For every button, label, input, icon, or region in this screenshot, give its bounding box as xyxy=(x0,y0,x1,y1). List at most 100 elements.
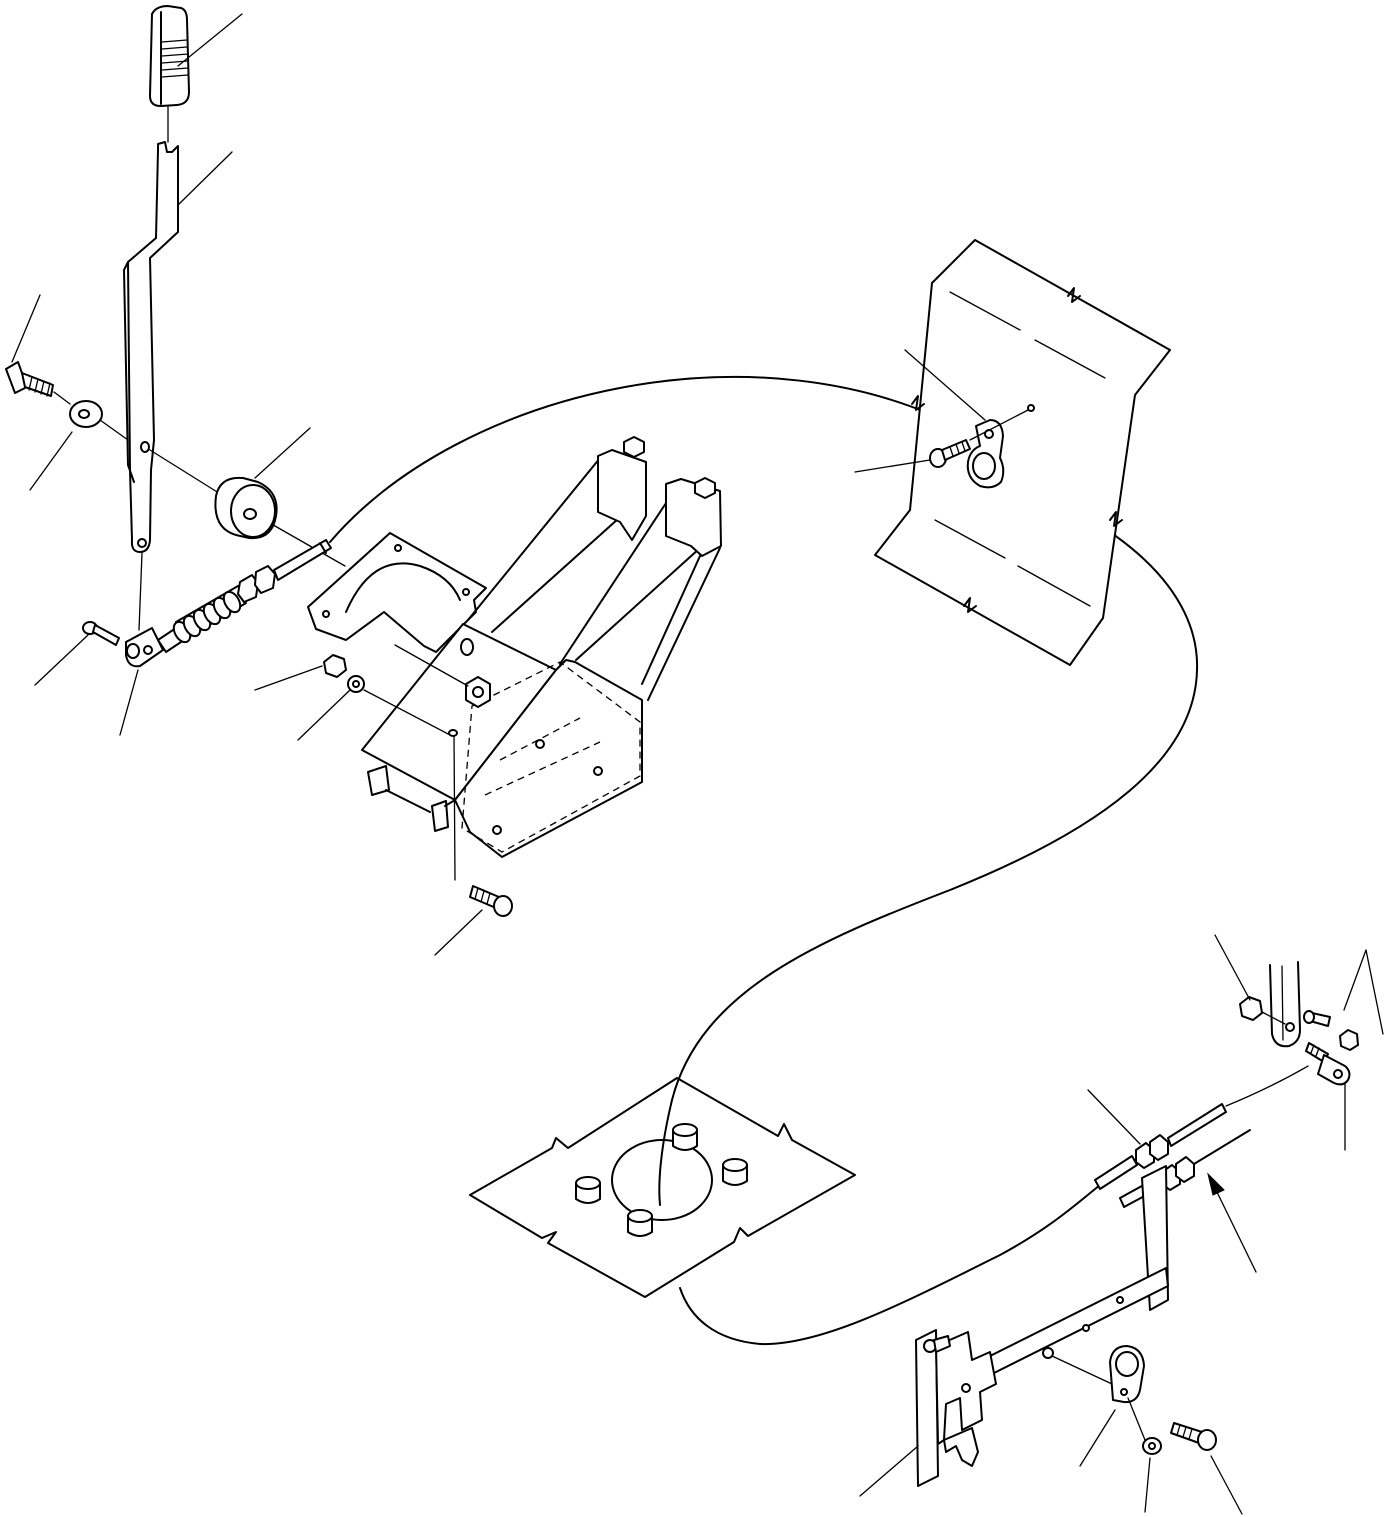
boot-rib xyxy=(222,590,242,614)
leader-bracket-bolt xyxy=(434,909,483,956)
bolt-head xyxy=(1303,1010,1315,1024)
leader-lower-washer xyxy=(1144,1457,1151,1513)
knob-ridge xyxy=(161,74,189,78)
base-hole xyxy=(535,739,545,749)
bushing-top xyxy=(722,1158,748,1172)
leader-clevis xyxy=(119,669,139,736)
bracket-tab xyxy=(597,449,647,541)
panel-break xyxy=(1067,287,1081,303)
pivot-bolt xyxy=(5,361,54,397)
leader-bracket-nut xyxy=(394,644,469,687)
bracket-front-wall xyxy=(454,659,643,858)
plate-outline xyxy=(469,1077,856,1298)
bracket-flange xyxy=(307,532,487,653)
mount-bracket xyxy=(915,1329,939,1487)
rod-end-nut xyxy=(1339,1029,1359,1051)
mount-nut xyxy=(323,654,347,678)
pin-shank xyxy=(92,624,120,646)
washer-inner xyxy=(1148,1442,1156,1450)
knob-ridge xyxy=(161,67,189,71)
lever-edge xyxy=(123,261,135,483)
lever-body xyxy=(127,141,179,553)
bracket-frame xyxy=(467,457,721,701)
bracket-bolt-shank xyxy=(933,1335,951,1353)
plate-bushing xyxy=(627,1209,653,1237)
plate-bushing xyxy=(575,1176,601,1204)
leader-clevis-pin xyxy=(34,634,89,686)
panel-axis-line xyxy=(969,409,1029,441)
bolt-thread xyxy=(28,376,51,397)
leader-cable-end xyxy=(1087,1089,1141,1145)
control-cable xyxy=(658,477,1199,1206)
tab-nut xyxy=(694,477,716,499)
leader-lower-bolt xyxy=(1210,1455,1243,1515)
lever-axis-line xyxy=(1261,1011,1286,1025)
bracket-hole xyxy=(961,1383,971,1393)
leader-spacer xyxy=(254,427,311,479)
leader-lever-nut xyxy=(1214,934,1251,1001)
washer-inner xyxy=(352,680,360,688)
bolt-thread xyxy=(949,441,966,457)
leader-rod-end-bolt xyxy=(1343,949,1367,1011)
bolt-head xyxy=(493,895,513,917)
clamp-loop xyxy=(972,452,996,480)
clamp-body xyxy=(1109,1345,1145,1404)
panel-break xyxy=(1109,511,1123,527)
panel-break xyxy=(963,597,977,613)
bracket-foot xyxy=(431,800,449,832)
clamp-hole xyxy=(1120,1388,1128,1396)
cable-nut xyxy=(254,565,276,594)
cable-rod xyxy=(1167,1103,1227,1147)
lever-hole xyxy=(140,441,150,453)
arrow-head xyxy=(1207,1172,1225,1196)
panel-break xyxy=(911,395,925,411)
base-hole xyxy=(492,825,502,835)
bracket-bolt xyxy=(469,885,513,917)
clevis-eye xyxy=(126,643,140,659)
wall-panel xyxy=(874,239,1171,666)
flange-hole xyxy=(394,544,402,552)
lever-hole xyxy=(137,538,147,548)
bracket-foot xyxy=(367,765,390,796)
cable-clevis xyxy=(125,627,164,668)
control-lever xyxy=(123,141,179,553)
bracket-hole xyxy=(460,638,474,656)
cable-rod xyxy=(273,539,332,581)
lever-axis-line xyxy=(138,552,143,631)
lever-knob xyxy=(149,5,190,107)
pivot-washer xyxy=(69,400,103,428)
rubber-boot xyxy=(172,585,247,644)
bracket-lip xyxy=(385,789,456,813)
floor-plate xyxy=(469,1077,856,1298)
plate-cable-hole xyxy=(611,1139,713,1221)
cable-inner-wire xyxy=(1225,1065,1309,1107)
cable-bracket xyxy=(307,436,722,858)
arm-hole xyxy=(1042,1347,1054,1359)
knob-ridge xyxy=(161,39,188,43)
bushing-top xyxy=(575,1176,601,1190)
leader-mount-washer xyxy=(297,689,351,741)
clevis-pin xyxy=(82,621,120,646)
cable-nut xyxy=(1175,1156,1195,1183)
leader-lower-bracket xyxy=(859,1445,919,1497)
bracket-nut-hole xyxy=(472,686,484,698)
lever-hole xyxy=(1285,1022,1295,1032)
clamp-axis-line xyxy=(1051,1355,1146,1441)
lower-cable-clamp xyxy=(1109,1345,1145,1404)
plate-bushing xyxy=(722,1158,748,1186)
arm-hole xyxy=(1082,1324,1090,1332)
lever-link xyxy=(1269,961,1301,1048)
rod-end-barrel xyxy=(1317,1054,1351,1086)
washer-inner xyxy=(78,409,90,419)
cable-sleeve xyxy=(1094,1155,1138,1190)
bracket-base-hidden xyxy=(461,661,641,853)
leader-panel-bolt xyxy=(854,459,931,473)
pivot-axis-line xyxy=(53,391,346,567)
leader-pivot-bolt xyxy=(11,294,41,363)
bracket-tab xyxy=(665,478,722,557)
control-cable xyxy=(679,1184,1101,1346)
lower-washer xyxy=(1142,1437,1162,1455)
spacer-hole xyxy=(243,508,257,520)
control-cable xyxy=(329,376,969,543)
panel-hole xyxy=(1027,404,1035,412)
